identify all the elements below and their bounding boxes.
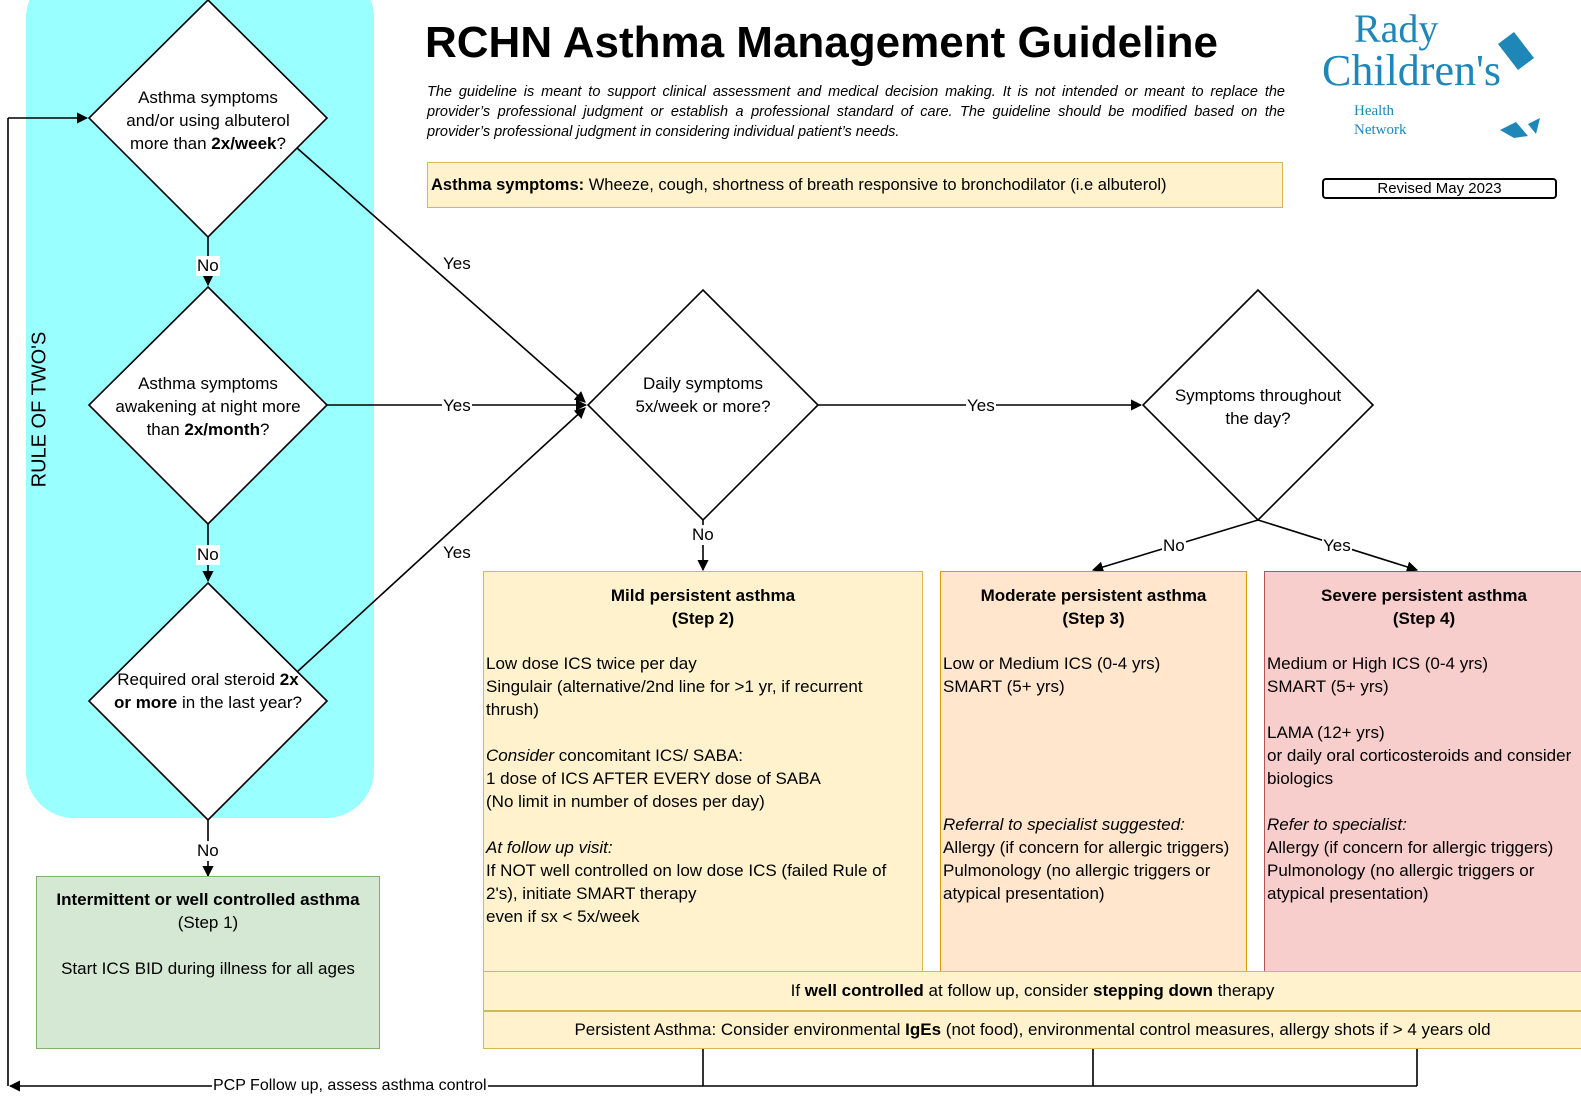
edge-label-yes-5: Yes xyxy=(1322,536,1352,556)
step1-sub: (Step 1) xyxy=(177,913,239,932)
step4-line5: Allergy (if concern for allergic trigger… xyxy=(1267,838,1554,857)
decision-q2-text: Asthma symptoms awakening at night more … xyxy=(115,374,301,439)
step1-box: Intermittent or well controlled asthma (… xyxy=(36,876,380,1049)
step3-line4: Pulmonology (no allergic triggers or aty… xyxy=(943,861,1211,903)
step4-title: Severe persistent asthma xyxy=(1321,586,1527,605)
edge-label-no-1: No xyxy=(196,256,220,276)
step3-title: Moderate persistent asthma xyxy=(980,586,1207,605)
rady-childrens-logo: Rady Children's Health Network xyxy=(1320,5,1550,145)
decision-q3-text: Required oral steroid 2x or more in the … xyxy=(113,670,303,712)
revised-date-badge: Revised May 2023 xyxy=(1322,178,1557,199)
edge-label-no-3: No xyxy=(196,841,220,861)
step3-line2: SMART (5+ yrs) xyxy=(943,677,1065,696)
step2-line5: If NOT well controlled on low dose ICS (… xyxy=(486,861,887,903)
page-title: RCHN Asthma Management Guideline xyxy=(425,18,1218,67)
edge-label-yes-2: Yes xyxy=(442,396,472,416)
step4-line6: Pulmonology (no allergic triggers or aty… xyxy=(1267,861,1535,903)
follow-up-label: PCP Follow up, assess asthma control xyxy=(212,1076,488,1096)
step2-followup-heading: At follow up visit: xyxy=(486,838,613,857)
edge-label-no-2: No xyxy=(196,545,220,565)
step3-line1: Low or Medium ICS (0-4 yrs) xyxy=(943,654,1161,673)
asthma-symptoms-box: Asthma symptoms: Wheeze, cough, shortnes… xyxy=(427,162,1283,208)
step2-line2: Singulair (alternative/2nd line for >1 y… xyxy=(486,677,863,719)
step4-line4: or daily oral corticosteroids and consid… xyxy=(1267,746,1572,788)
step4-line2: SMART (5+ yrs) xyxy=(1267,677,1389,696)
edge-label-no-5: No xyxy=(1162,536,1186,556)
decision-q5-text: Symptoms throughout the day? xyxy=(1174,386,1342,428)
step4-refer-heading: Refer to specialist: xyxy=(1267,815,1407,834)
step2-title: Mild persistent asthma xyxy=(610,586,796,605)
step1-title: Intermittent or well controlled asthma xyxy=(56,890,360,909)
step3-line3: Allergy (if concern for allergic trigger… xyxy=(943,838,1230,857)
step-down-bar: If well controlled at follow up, conside… xyxy=(483,971,1581,1011)
step4-box: Severe persistent asthma (Step 4) Medium… xyxy=(1264,571,1581,973)
step3-box: Moderate persistent asthma (Step 3) Low … xyxy=(940,571,1247,973)
decision-q1-text: Asthma symptoms and/or using albuterol m… xyxy=(126,88,290,153)
decision-q4-text: Daily symptoms 5x/week or more? xyxy=(635,374,771,416)
environmental-ige-bar: Persistent Asthma: Consider environmenta… xyxy=(483,1011,1581,1049)
step4-sub: (Step 4) xyxy=(1392,609,1456,628)
disclaimer-text: The guideline is meant to support clinic… xyxy=(427,84,1285,140)
step4-line1: Medium or High ICS (0-4 yrs) xyxy=(1267,654,1489,673)
step2-sub: (Step 2) xyxy=(671,609,735,628)
edge-label-yes-4: Yes xyxy=(966,396,996,416)
edge-label-yes-1: Yes xyxy=(442,254,472,274)
step2-line3: 1 dose of ICS AFTER EVERY dose of SABA xyxy=(486,769,821,788)
step2-box: Mild persistent asthma (Step 2) Low dose… xyxy=(483,571,923,973)
step2-line6: even if sx < 5x/week xyxy=(486,907,640,926)
step4-line3: LAMA (12+ yrs) xyxy=(1267,723,1385,742)
edge-label-yes-3: Yes xyxy=(442,543,472,563)
step1-body: Start ICS BID during illness for all age… xyxy=(61,959,355,978)
step3-sub: (Step 3) xyxy=(1062,609,1125,628)
step2-line1: Low dose ICS twice per day xyxy=(486,654,697,673)
step3-referral-heading: Referral to specialist suggested: xyxy=(943,815,1185,834)
logo-bird-icon xyxy=(1498,32,1540,138)
edge-label-no-4: No xyxy=(691,525,715,545)
step2-consider: Consider concomitant ICS/ SABA: xyxy=(486,746,744,765)
step2-line4: (No limit in number of doses per day) xyxy=(486,792,765,811)
